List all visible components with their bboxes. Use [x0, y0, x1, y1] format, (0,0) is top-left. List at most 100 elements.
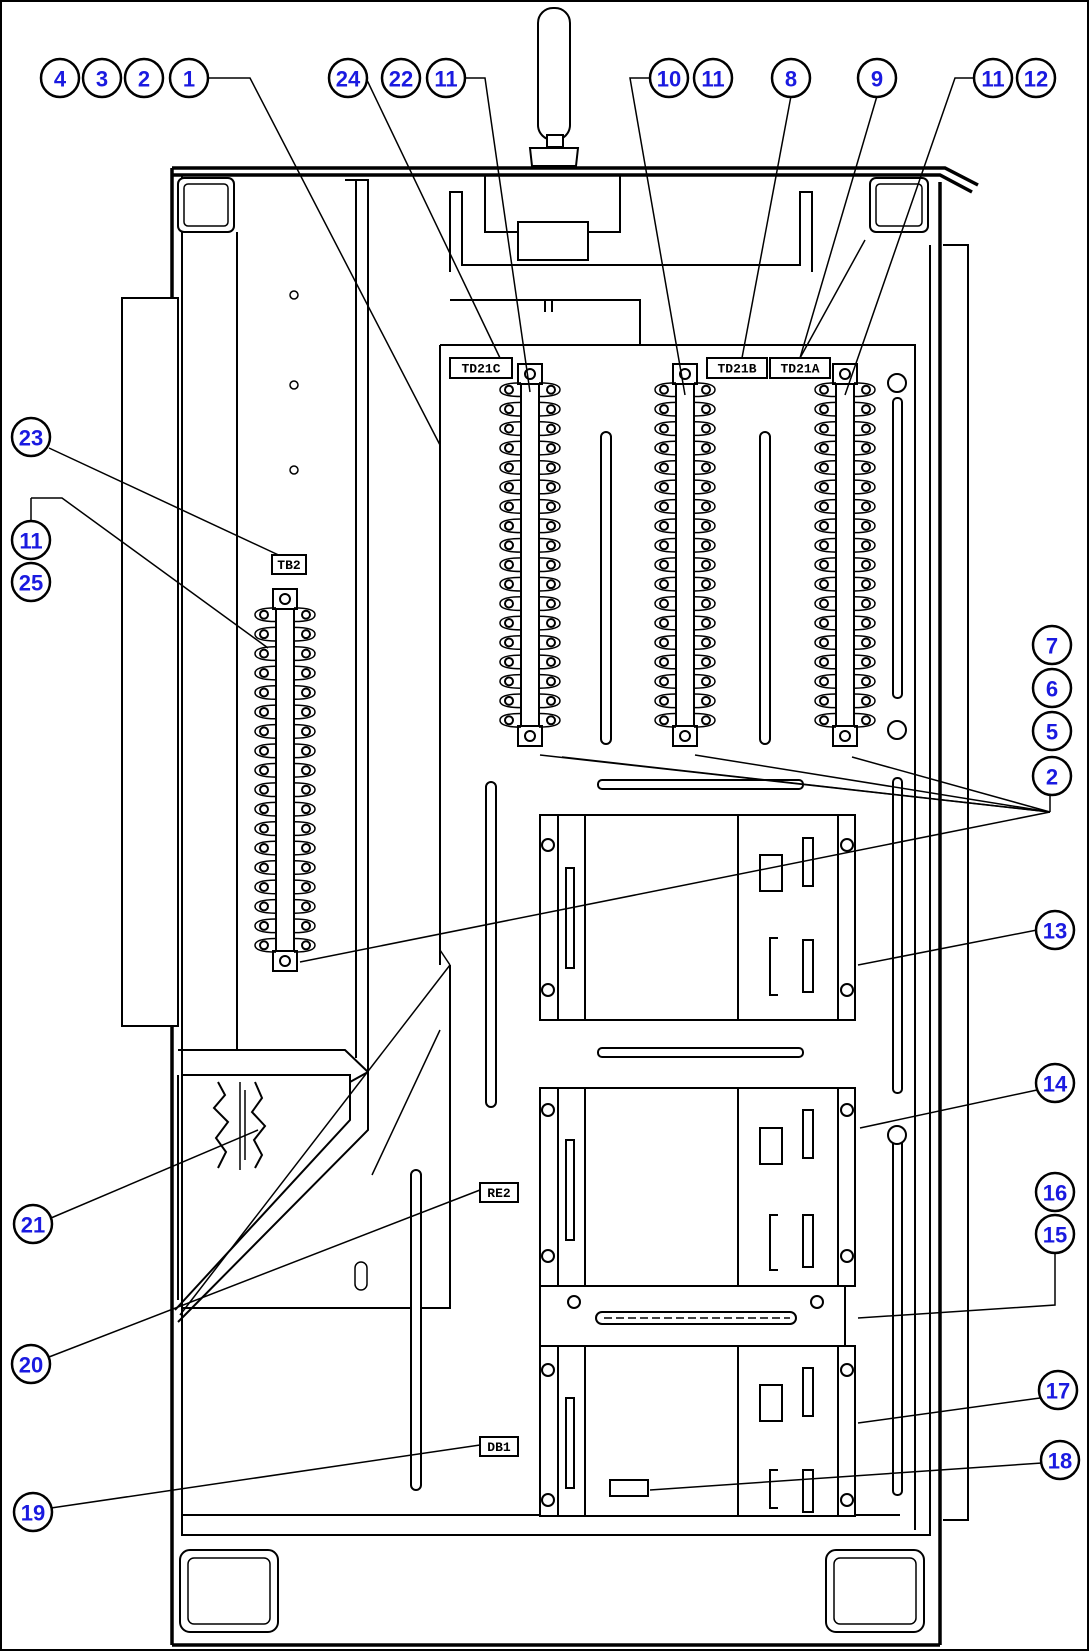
- terminal-screw: [659, 715, 669, 726]
- terminal-screw: [819, 559, 829, 570]
- terminal-right: [293, 840, 316, 856]
- terminal-screw: [819, 481, 829, 492]
- terminal-screw: [701, 559, 711, 570]
- terminal-right: [853, 440, 876, 456]
- terminal-screw: [861, 598, 871, 609]
- terminal-screw: [504, 404, 514, 415]
- clamp-screw: [839, 730, 851, 742]
- terminal-left: [654, 498, 677, 514]
- terminal-left: [499, 693, 522, 709]
- callout-number: 2: [1046, 765, 1058, 790]
- terminal-left: [254, 723, 277, 739]
- terminal-right: [293, 801, 316, 817]
- callout-number: 11: [981, 67, 1004, 92]
- callout-number: 19: [21, 1501, 45, 1526]
- callout-c14: 14: [1034, 1062, 1076, 1104]
- callout-c11c: 11: [972, 57, 1014, 99]
- callout-number: 1: [183, 67, 195, 92]
- callout-number: 10: [657, 67, 681, 92]
- terminal-screw: [504, 715, 514, 726]
- callout-c23: 23: [10, 416, 52, 458]
- tag-label: TD21C: [461, 362, 500, 377]
- terminal-screw: [659, 384, 669, 395]
- terminal-right: [693, 557, 716, 573]
- terminal-right: [693, 440, 716, 456]
- terminal-right: [538, 459, 561, 476]
- terminal-screw: [659, 656, 669, 667]
- terminal-left: [254, 821, 277, 837]
- terminal-left: [499, 537, 522, 553]
- terminal-right: [693, 537, 716, 553]
- terminal-screw: [819, 656, 829, 667]
- terminal-screw: [504, 540, 514, 551]
- terminal-left: [499, 615, 522, 631]
- terminal-left: [254, 626, 277, 642]
- callout-number: 17: [1046, 1379, 1070, 1404]
- terminal-left: [654, 712, 677, 728]
- terminal-screw: [861, 676, 871, 687]
- terminal-screw: [301, 629, 311, 640]
- terminal-right: [538, 576, 561, 592]
- terminal-screw: [701, 579, 711, 590]
- terminal-screw: [819, 501, 829, 512]
- terminal-screw: [861, 637, 871, 648]
- terminal-left: [654, 596, 677, 612]
- terminal-right: [693, 498, 716, 514]
- tag-t-re2: RE2: [479, 1182, 519, 1203]
- din-rail: [675, 379, 695, 731]
- terminal-screw: [659, 579, 669, 590]
- terminal-screw: [301, 609, 311, 620]
- terminal-left: [254, 684, 277, 701]
- terminal-screw: [701, 501, 711, 512]
- relay-module-lower: [539, 1345, 856, 1517]
- terminal-screw: [546, 520, 556, 531]
- terminal-right: [538, 693, 561, 709]
- terminal-left: [814, 576, 837, 592]
- callout-c8: 8: [770, 57, 812, 99]
- callout-c2b: 2: [1031, 755, 1073, 797]
- terminal-right: [853, 615, 876, 631]
- terminal-screw: [546, 540, 556, 551]
- terminal-left: [654, 537, 677, 553]
- terminal-screw: [301, 862, 311, 873]
- terminal-right: [293, 918, 316, 934]
- terminal-screw: [259, 862, 269, 873]
- terminal-screw: [819, 579, 829, 590]
- terminal-right: [693, 596, 716, 612]
- terminal-screw: [659, 637, 669, 648]
- terminal-left: [254, 840, 277, 856]
- terminal-left: [499, 479, 522, 495]
- terminal-right: [538, 479, 561, 495]
- clamp-screw: [524, 730, 536, 742]
- terminal-right: [693, 693, 716, 709]
- terminal-screw: [861, 618, 871, 629]
- terminal-screw: [819, 676, 829, 687]
- terminal-left: [654, 673, 677, 689]
- clamp-screw: [279, 593, 291, 605]
- callout-c24: 24: [327, 57, 369, 99]
- terminal-screw: [546, 715, 556, 726]
- terminal-left: [814, 401, 837, 417]
- terminal-screw: [546, 559, 556, 570]
- terminal-screw: [259, 668, 269, 679]
- terminal-left: [654, 576, 677, 592]
- terminal-left: [499, 459, 522, 476]
- terminal-left: [814, 673, 837, 689]
- terminal-screw: [861, 423, 871, 434]
- antenna: [528, 7, 580, 167]
- callout-c16: 16: [1034, 1171, 1076, 1213]
- callout-number: 22: [389, 67, 413, 92]
- terminal-right: [693, 673, 716, 689]
- terminal-right: [853, 596, 876, 612]
- callout-c19: 19: [12, 1491, 54, 1533]
- terminal-screw: [701, 384, 711, 395]
- clamp-screw: [279, 955, 291, 967]
- tag-label: TB2: [277, 558, 301, 573]
- terminal-screw: [504, 598, 514, 609]
- terminal-right: [538, 382, 561, 398]
- terminal-screw: [301, 784, 311, 795]
- terminal-screw: [819, 404, 829, 415]
- terminal-screw: [546, 384, 556, 395]
- terminal-screw: [504, 676, 514, 687]
